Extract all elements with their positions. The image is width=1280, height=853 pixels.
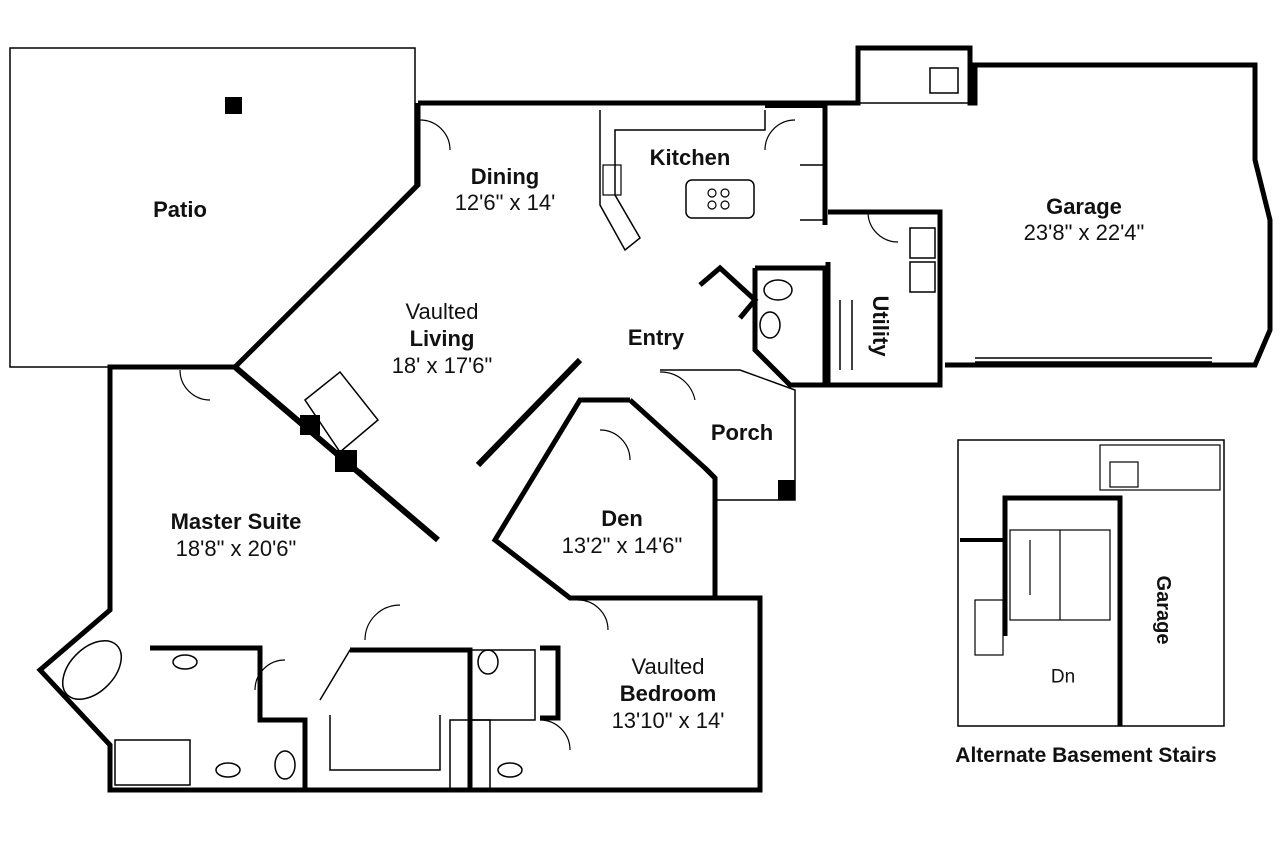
kitchen-label: Kitchen: [649, 145, 731, 170]
kitchen-counter: [599, 110, 766, 252]
garage-label: Garage: [1046, 194, 1122, 219]
den-walls: [491, 397, 718, 601]
exterior-wall-master-west: [36, 364, 470, 793]
utility-walls: [825, 209, 943, 388]
bathtub: [62, 640, 122, 700]
master-label: Master Suite: [170, 509, 302, 534]
door-swing: [419, 119, 451, 151]
inset-down-label: Dn: [1050, 666, 1076, 688]
exterior-wall-bedroom: [470, 595, 763, 793]
bedroom-dims: 13'10" x 14': [611, 708, 725, 733]
living-prefix: Vaulted: [405, 299, 479, 324]
dining-label: Dining: [470, 164, 540, 189]
inset-caption: Alternate Basement Stairs: [955, 744, 1217, 767]
exterior-wall-dining-west: [233, 103, 421, 369]
entry-label: Entry: [627, 325, 685, 350]
living-dims: 18' x 17'6": [391, 353, 493, 378]
master-dims: 18'8" x 20'6": [175, 536, 297, 561]
patio-label: Patio: [153, 197, 207, 222]
fireplace: [303, 370, 380, 454]
porch-post: [778, 480, 795, 500]
dining-dims: 12'6" x 14': [454, 190, 556, 215]
living-half-wall: [475, 357, 583, 468]
utility-label: Utility: [868, 295, 893, 357]
den-label: Den: [601, 506, 643, 531]
den-dims: 13'2" x 14'6": [561, 533, 683, 558]
inset-stair-walls: [1002, 495, 1123, 726]
coat-closet: [698, 264, 759, 320]
kitchen-island: [685, 179, 755, 219]
master-closet: [319, 649, 470, 701]
living-label: Living: [409, 326, 475, 351]
powder-bath: [752, 265, 828, 388]
inset-garage-label: Garage: [1152, 575, 1174, 645]
hall-bath: [470, 649, 536, 721]
porch-label: Porch: [710, 420, 774, 445]
garage-step: [857, 47, 971, 104]
garage-dims: 23'8" x 22'4": [1023, 220, 1145, 245]
inset-frame: [957, 439, 1225, 727]
bedroom-label: Bedroom: [619, 681, 717, 706]
kitchen-wall-east: [765, 103, 825, 108]
bedroom-prefix: Vaulted: [631, 654, 705, 679]
patio-area: [9, 47, 416, 368]
bedroom-closet: [540, 645, 561, 721]
master-bath: [150, 645, 308, 790]
patio-post: [225, 97, 242, 114]
porch-walls: [660, 369, 796, 501]
